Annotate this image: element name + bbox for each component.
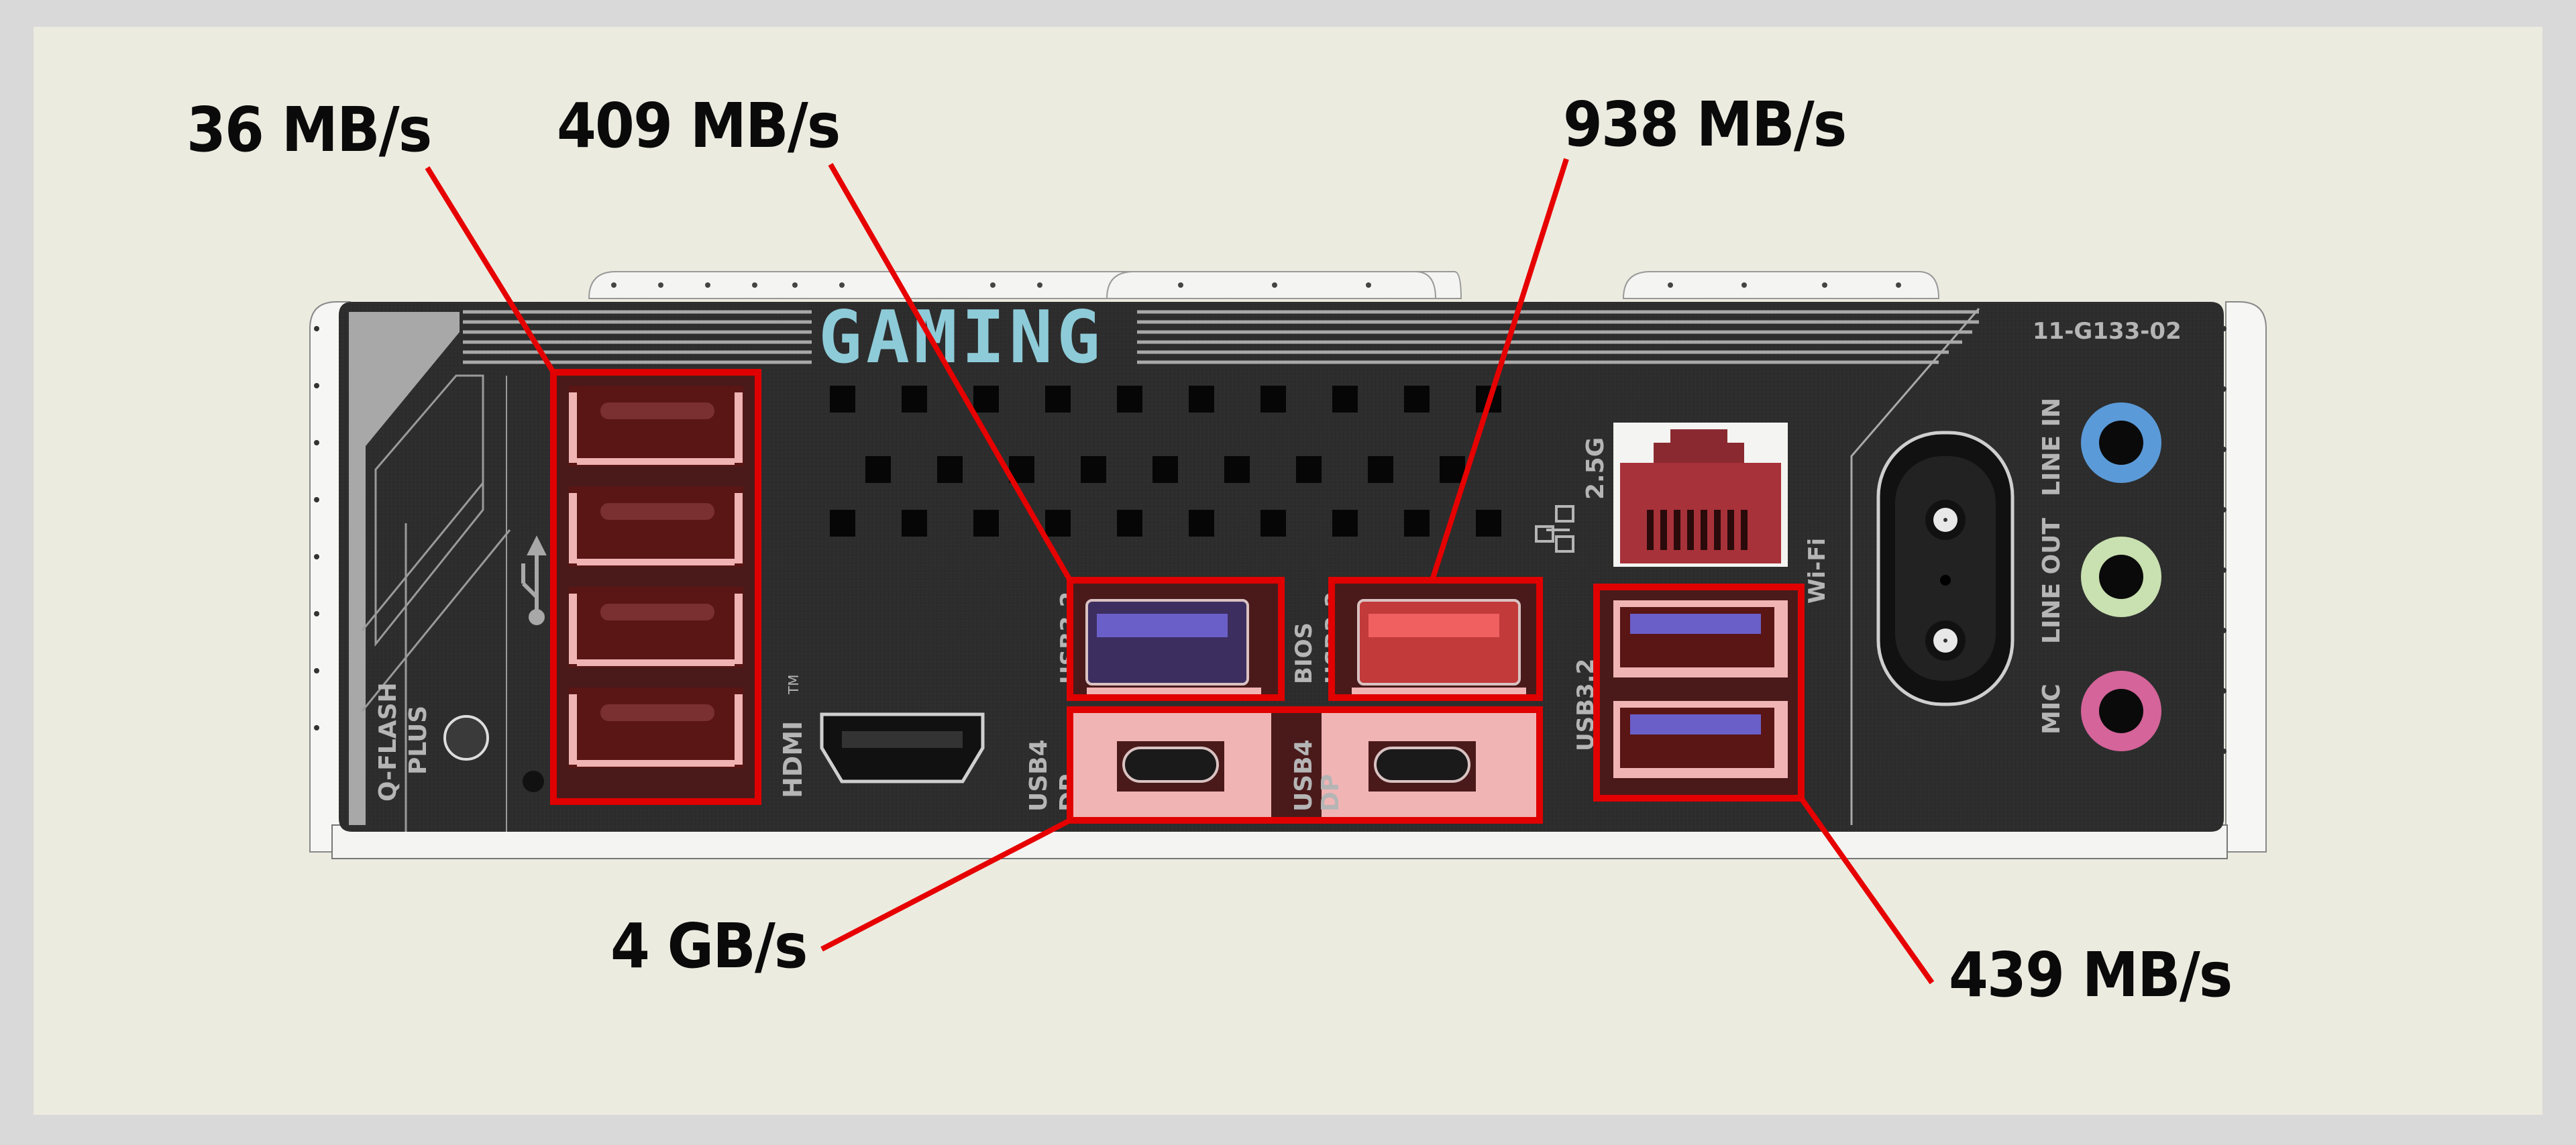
lan-pin — [1714, 510, 1721, 550]
vent-hole — [1189, 386, 1214, 413]
right-flange — [2225, 301, 2267, 853]
usb32-right-ports[interactable] — [1593, 584, 1805, 802]
line-out-label: LINE OUT — [2038, 518, 2065, 644]
callout-439mbs: 439 MB/s — [1949, 939, 2233, 1011]
vent-hole — [1189, 510, 1214, 537]
vent-hole — [865, 456, 891, 483]
vent-hole — [1117, 510, 1142, 537]
vent-hole — [1440, 456, 1465, 483]
usb2-port[interactable] — [569, 688, 743, 768]
part-number: 11-G133-02 — [2033, 318, 2182, 345]
vent-holes — [830, 386, 1501, 537]
vent-hole — [902, 510, 927, 537]
line-in-label: LINE IN — [2038, 398, 2065, 496]
qflash-label: Q-FLASH — [374, 682, 402, 802]
vent-hole — [1260, 386, 1286, 413]
lan-pin — [1741, 510, 1748, 550]
audio-jack-line-in[interactable] — [2081, 402, 2161, 483]
usb4-label-a: USB4 — [1025, 739, 1053, 812]
leader-lines — [425, 158, 1935, 985]
mic-label: MIC — [2038, 684, 2065, 734]
vent-hole — [1081, 456, 1106, 483]
audio-jack-line-out[interactable] — [2081, 537, 2161, 617]
dp-label-b: DP — [1317, 774, 1344, 812]
qflash-plus-button[interactable] — [443, 715, 489, 761]
hdmi-label: HDMI — [778, 721, 808, 798]
usb4-typec-ports[interactable] — [1067, 706, 1543, 824]
vent-hole — [1368, 456, 1393, 483]
usb2-port[interactable] — [569, 486, 743, 567]
clear-cmos-hole — [523, 771, 544, 792]
shield-top-tabs — [588, 271, 1940, 299]
vent-hole — [1476, 510, 1501, 537]
vent-hole — [1332, 386, 1358, 413]
callout-36mbs: 36 MB/s — [186, 94, 432, 166]
lan-pin — [1727, 510, 1734, 550]
usb2-port[interactable] — [569, 587, 743, 667]
rivets-top — [611, 282, 1901, 288]
usb32-blue-port[interactable] — [1067, 577, 1285, 701]
vent-hole — [830, 386, 855, 413]
corner-graphic — [349, 312, 460, 825]
hdmi-tm-label: TM — [786, 675, 802, 695]
bios-label: BIOS — [1291, 622, 1318, 684]
vent-hole — [902, 386, 927, 413]
vent-hole — [1224, 456, 1250, 483]
vent-hole — [830, 510, 855, 537]
ethernet-port[interactable] — [1613, 423, 1788, 567]
gaming-logo: GAMING — [818, 296, 1104, 380]
vent-hole — [1332, 510, 1358, 537]
vent-hole — [1045, 510, 1071, 537]
vent-hole — [1404, 510, 1430, 537]
usb-icon — [521, 535, 547, 625]
callout-4gbs: 4 GB/s — [610, 910, 808, 982]
vent-hole — [973, 510, 999, 537]
vent-hole — [973, 386, 999, 413]
usb2-port[interactable] — [569, 386, 743, 466]
lan-pin — [1701, 510, 1707, 550]
leader-line-4gbs — [820, 818, 1071, 952]
lan-label: 2.5G — [1582, 437, 1609, 500]
usb32-bios-port[interactable] — [1328, 577, 1543, 701]
audio-jack-mic[interactable] — [2081, 671, 2161, 751]
vent-hole — [1117, 386, 1142, 413]
vent-hole — [1152, 456, 1178, 483]
usb2-port-stack[interactable] — [550, 369, 761, 805]
vent-hole — [1296, 456, 1322, 483]
leader-line-409mbs — [828, 163, 1073, 582]
wifi-antenna-connector[interactable] — [1876, 431, 2015, 706]
usb4-label-b: USB4 — [1290, 739, 1318, 812]
leader-line-938mbs — [1430, 158, 1569, 582]
lan-icon — [1535, 505, 1574, 553]
plus-label: PLUS — [405, 706, 432, 775]
lan-pin — [1647, 510, 1654, 550]
leader-line-36mbs — [425, 166, 556, 374]
wifi-label: Wi-Fi — [1804, 538, 1831, 604]
vent-hole — [1260, 510, 1286, 537]
hdmi-port[interactable] — [820, 712, 985, 783]
lan-pin — [1687, 510, 1694, 550]
vent-hole — [937, 456, 963, 483]
lan-pin — [1674, 510, 1680, 550]
callout-409mbs: 409 MB/s — [557, 90, 841, 162]
lan-pin — [1660, 510, 1667, 550]
callout-938mbs: 938 MB/s — [1563, 89, 1847, 160]
vent-hole — [1404, 386, 1430, 413]
leader-line-439mbs — [1799, 796, 1935, 985]
vent-hole — [1045, 386, 1071, 413]
panel-stripes — [463, 310, 1979, 364]
